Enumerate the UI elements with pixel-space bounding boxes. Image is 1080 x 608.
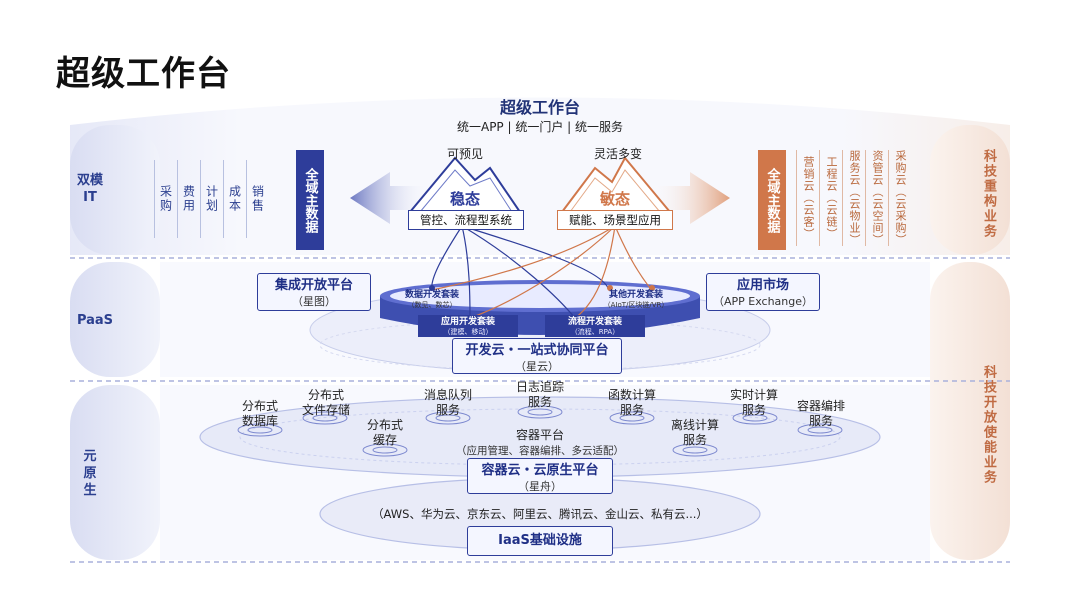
iaas-providers: （AWS、华为云、京东云、阿里云、腾讯云、金山云、私有云...） [372, 507, 708, 521]
container-platform: 容器平台 （应用管理、容器编排、多云适配） [440, 426, 640, 458]
kit-app-dev-title: 应用开发套装 [440, 317, 495, 327]
agile-label: 灵活多变 [593, 147, 642, 161]
kit-app-dev: 应用开发套装 （建模、移动） [418, 315, 518, 337]
app-market-sub: （APP Exchange） [712, 295, 814, 308]
page-title: 超级工作台 [56, 54, 231, 94]
service-message-queue: 消息队列 服务 [423, 388, 472, 417]
steady-caption: 管控、流程型系统 [408, 210, 524, 230]
band-label-tech-enable: 科技开放使能业务 [981, 365, 996, 485]
service-distributed-db: 分布式 数据库 [241, 399, 278, 428]
iaas-box: IaaS基础设施 [467, 526, 613, 556]
band-label-paas: PaaS [76, 313, 114, 328]
dev-cloud-box: 开发云・一站式协同平台 （星云） [452, 338, 622, 374]
integration-platform-box: 集成开放平台 （星图） [257, 273, 371, 311]
kit-other-dev-title: 其他开发套装 [608, 290, 663, 300]
header-title: 超级工作台 [499, 98, 580, 117]
column-asset-cloud: 资管云（云空间） [865, 150, 888, 246]
container-cloud-sub: （星舟） [518, 480, 562, 493]
column-plan: 计划 [200, 160, 223, 238]
container-platform-sub: （应用管理、容器编排、多云适配） [456, 445, 624, 457]
band-label-cloud-native: 元 原 生 [83, 449, 97, 498]
service-function-compute: 函数计算 服务 [607, 388, 656, 417]
kit-data-dev-sub: （数见、数芯） [407, 301, 457, 309]
iaas-title: IaaS基础设施 [498, 533, 582, 548]
column-engineering-cloud: 工程云（云链） [819, 150, 842, 246]
column-procurement-cloud: 采购云（云采购） [888, 150, 911, 246]
app-market-title: 应用市场 [736, 278, 789, 293]
service-log-tracing: 日志追踪 服务 [515, 380, 564, 409]
service-container-orchestration: 容器编排 服务 [796, 399, 845, 428]
top-left-columns: 采购 费用 计划 成本 销售 [154, 160, 269, 238]
top-right-columns: 营销云（云客） 工程云（云链） 服务云（云物业） 资管云（云空间） 采购云（云采… [796, 150, 911, 246]
kit-process-dev-title: 流程开发套装 [567, 317, 622, 327]
left-master-data-panel: 全域主数据 [296, 150, 324, 250]
column-service-cloud: 服务云（云物业） [842, 150, 865, 246]
dev-cloud-title: 开发云・一站式协同平台 [465, 343, 609, 358]
column-marketing-cloud: 营销云（云客） [796, 150, 819, 246]
dev-cloud-sub: （星云） [515, 360, 559, 373]
service-realtime-compute: 实时计算 服务 [729, 388, 778, 417]
agile-caption: 赋能、场景型应用 [557, 210, 673, 230]
band-label-tech-reshape: 科技重构业务 [981, 149, 996, 239]
right-master-data-panel: 全域主数据 [758, 150, 786, 250]
integration-platform-title: 集成开放平台 [274, 278, 353, 293]
column-cost: 成本 [223, 160, 246, 238]
steady-peak: 稳态 [449, 190, 480, 208]
band-label-dual-mode-it: 双模 IT [76, 173, 103, 205]
kit-data-dev: 数据开发套装 （数见、数芯） [396, 290, 468, 310]
kit-other-dev-sub: （AIoT/区块链/VR） [603, 301, 669, 309]
column-procurement: 采购 [154, 160, 177, 238]
kit-process-dev-sub: （流程、RPA） [570, 328, 620, 336]
integration-platform-sub: （星图） [292, 295, 336, 308]
service-offline-compute: 离线计算 服务 [670, 418, 719, 447]
container-platform-title: 容器平台 [515, 428, 564, 442]
service-distributed-cache: 分布式 缓存 [366, 418, 403, 447]
header-subtitle: 统一APP | 统一门户 | 统一服务 [456, 120, 624, 134]
container-cloud-title: 容器云・云原生平台 [481, 463, 599, 478]
kit-other-dev: 其他开发套装 （AIoT/区块链/VR） [596, 290, 676, 310]
column-expense: 费用 [177, 160, 200, 238]
kit-data-dev-title: 数据开发套装 [404, 290, 459, 300]
column-sales: 销售 [246, 160, 269, 238]
kit-app-dev-sub: （建模、移动） [443, 328, 493, 336]
service-distributed-file-storage: 分布式 文件存储 [301, 388, 350, 417]
kit-process-dev: 流程开发套装 （流程、RPA） [545, 315, 645, 337]
container-cloud-box: 容器云・云原生平台 （星舟） [467, 458, 613, 494]
steady-label: 可预见 [446, 147, 483, 161]
app-market-box: 应用市场 （APP Exchange） [706, 273, 820, 311]
agile-peak: 敏态 [599, 190, 630, 208]
